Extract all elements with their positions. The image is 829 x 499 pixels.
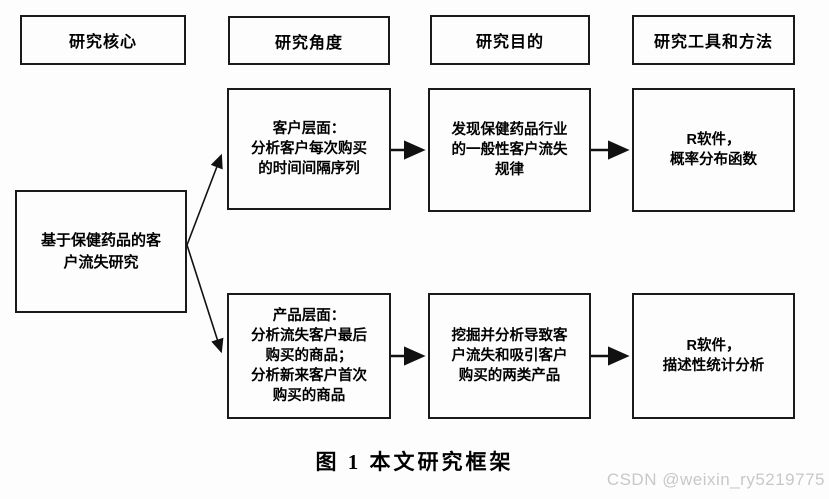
node-core-topic: 基于保健药品的客 户流失研究 [15, 190, 187, 313]
node-product-tools-label: R软件， 描述性统计分析 [662, 338, 765, 374]
figure-caption: 图 1 本文研究框架 [315, 450, 514, 474]
header-research-core-label: 研究核心 [68, 34, 137, 51]
node-product-purpose-label: 挖掘并分析导致客 户流失和吸引客户 购买的两类产品 [451, 328, 568, 384]
arrow-core-to-customer-angle [186, 153, 223, 246]
node-customer-tools: R软件， 概率分布函数 [632, 88, 795, 212]
csdn-watermark: CSDN @weixin_ry5219775 [606, 470, 825, 489]
header-research-angle-label: 研究角度 [274, 34, 343, 52]
node-product-angle: 产品层面： 分析流失客户最后 购买的商品； 分析新来客户首次 购买的商品 [227, 293, 391, 419]
node-customer-angle-label: 客户层面： 分析客户每次购买 的时间间隔序列 [251, 121, 367, 177]
header-research-angle: 研究角度 [228, 16, 390, 65]
node-product-purpose: 挖掘并分析导致客 户流失和吸引客户 购买的两类产品 [428, 293, 591, 419]
header-research-tools-label: 研究工具和方法 [653, 34, 773, 51]
node-product-angle-label: 产品层面： 分析流失客户最后 购买的商品； 分析新来客户首次 购买的商品 [251, 308, 367, 404]
node-customer-angle: 客户层面： 分析客户每次购买 的时间间隔序列 [227, 88, 391, 210]
header-research-core: 研究核心 [20, 15, 186, 65]
node-customer-purpose: 发现保健药品行业 的一般性客户流失 规律 [428, 88, 591, 212]
arrow-core-to-product-angle [186, 244, 224, 354]
node-customer-tools-label: R软件， 概率分布函数 [670, 132, 757, 168]
header-research-purpose: 研究目的 [430, 15, 590, 65]
header-research-purpose-label: 研究目的 [475, 34, 544, 51]
node-customer-purpose-label: 发现保健药品行业 的一般性客户流失 规律 [451, 122, 568, 178]
header-research-tools: 研究工具和方法 [632, 15, 795, 65]
node-product-tools: R软件， 描述性统计分析 [632, 293, 795, 419]
node-core-topic-label: 基于保健药品的客 户流失研究 [40, 231, 161, 271]
